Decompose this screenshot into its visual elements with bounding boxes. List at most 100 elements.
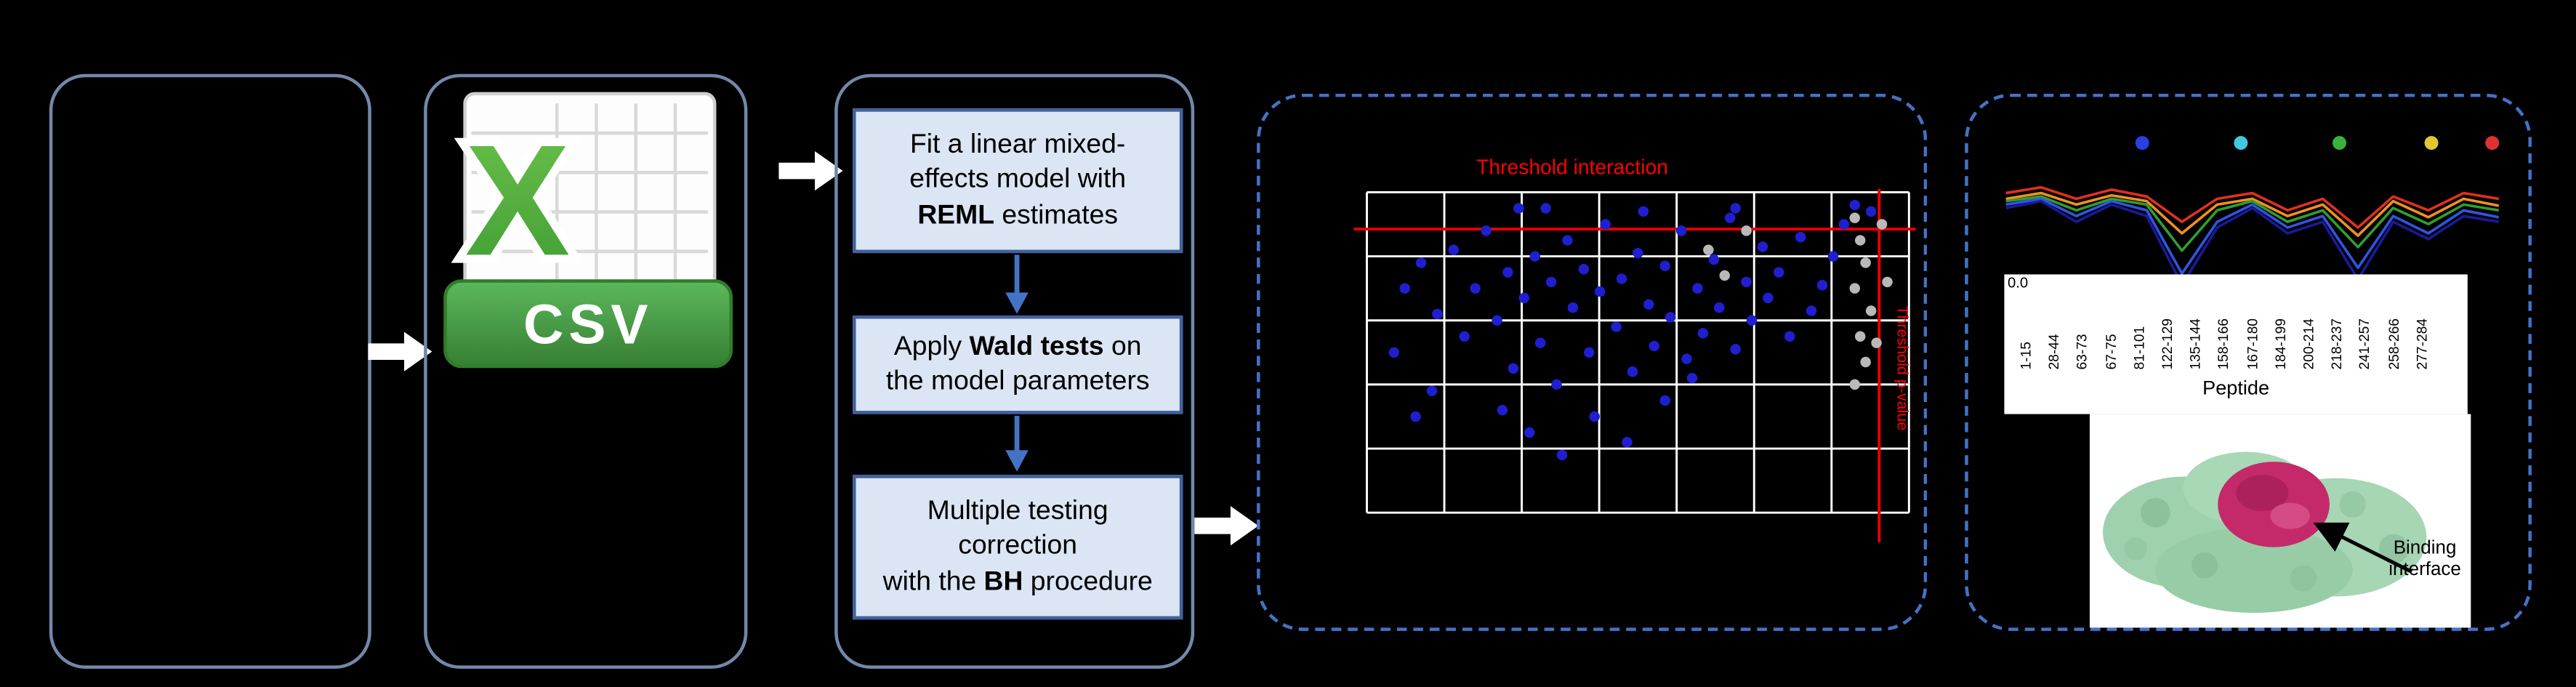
peptide-tick-label: 158-166 bbox=[2215, 318, 2232, 370]
significant-points bbox=[1686, 372, 1698, 384]
series-green bbox=[2005, 195, 2500, 252]
significant-points bbox=[1567, 302, 1579, 313]
pipeline-step-wald-text: Apply Wald tests on the model parameters bbox=[886, 330, 1150, 399]
significant-points bbox=[1492, 315, 1502, 326]
significant-points bbox=[1399, 283, 1410, 294]
significant-points bbox=[1649, 340, 1660, 352]
legend-dot-icon bbox=[2485, 136, 2500, 150]
step3-line2: correction bbox=[958, 531, 1078, 561]
x-axis-title: Peptide bbox=[2202, 376, 2270, 400]
significant-points bbox=[1638, 206, 1649, 217]
significant-points bbox=[1692, 283, 1703, 294]
significant-points bbox=[1589, 411, 1600, 422]
significant-points bbox=[1741, 276, 1752, 288]
significant-points bbox=[1616, 273, 1627, 284]
nonsignificant-points bbox=[1703, 244, 1714, 256]
peptide-tick-label: 135-144 bbox=[2186, 318, 2204, 370]
nonsignificant-points bbox=[1854, 235, 1866, 246]
significant-points bbox=[1432, 308, 1443, 320]
significant-points bbox=[1816, 280, 1828, 291]
scatter-title: Threshold interaction bbox=[1476, 156, 1668, 179]
nonsignificant-points bbox=[1849, 283, 1860, 294]
binding-label-line2: interface bbox=[2388, 561, 2461, 581]
csv-banner bbox=[443, 279, 733, 369]
significant-points bbox=[1730, 203, 1741, 214]
significant-points bbox=[1643, 299, 1654, 310]
step3-line1: Multiple testing bbox=[927, 497, 1108, 527]
significant-points bbox=[1622, 436, 1633, 448]
significant-points bbox=[1470, 283, 1481, 294]
significant-points bbox=[1708, 254, 1720, 265]
pipeline-step-bh-text: Multiple testing correction with the BH … bbox=[883, 495, 1153, 599]
excel-x-icon: X bbox=[465, 112, 571, 288]
significant-points bbox=[1611, 321, 1622, 332]
legend-dot-icon bbox=[2424, 136, 2439, 150]
binding-interface-region bbox=[2218, 462, 2330, 547]
significant-points bbox=[1481, 225, 1492, 236]
step2-line2: the model parameters bbox=[885, 366, 1150, 396]
pipeline-step-wald: Apply Wald tests on the model parameters bbox=[853, 315, 1183, 414]
legend-dot-icon bbox=[2234, 136, 2248, 150]
nonsignificant-points bbox=[1860, 257, 1871, 268]
significant-points bbox=[1730, 344, 1741, 355]
peptide-tick-label: 218-237 bbox=[2328, 318, 2345, 370]
significant-points bbox=[1518, 292, 1530, 304]
significant-points bbox=[1827, 251, 1839, 262]
step1-bold: REML bbox=[917, 199, 995, 230]
significant-points bbox=[1849, 199, 1860, 211]
nonsignificant-points bbox=[1719, 270, 1730, 281]
significant-points bbox=[1865, 206, 1877, 217]
significant-points bbox=[1627, 366, 1638, 377]
pipeline-step-reml: Fit a linear mixed- effects model with R… bbox=[853, 108, 1183, 254]
significant-points bbox=[1513, 203, 1524, 214]
significant-points bbox=[1459, 331, 1470, 342]
pipeline-panel: Fit a linear mixed- effects model with R… bbox=[834, 73, 1195, 669]
significant-points bbox=[1584, 347, 1595, 358]
pipeline-step-bh: Multiple testing correction with the BH … bbox=[853, 475, 1183, 620]
significant-points bbox=[1410, 411, 1421, 422]
significant-points bbox=[1448, 244, 1460, 256]
significant-points bbox=[1534, 337, 1546, 348]
significant-points bbox=[1545, 276, 1557, 288]
significant-points bbox=[1795, 231, 1806, 243]
significant-points bbox=[1502, 267, 1513, 278]
peptide-tick-label: 81-101 bbox=[2130, 326, 2147, 370]
nonsignificant-points bbox=[1860, 356, 1871, 368]
significant-points bbox=[1659, 260, 1670, 272]
nonsignificant-points bbox=[1865, 305, 1877, 316]
significant-points bbox=[1388, 347, 1400, 358]
binding-interface-label: Binding interface bbox=[2379, 539, 2471, 582]
scatter-result-panel: Threshold interaction Threshold p-value bbox=[1257, 93, 1928, 631]
protein-structure-image bbox=[2103, 451, 2427, 614]
step3-line3a: with the bbox=[882, 566, 984, 596]
significant-points bbox=[1529, 251, 1540, 262]
significant-points bbox=[1594, 286, 1606, 297]
significant-points bbox=[1497, 404, 1508, 416]
significant-points bbox=[1665, 312, 1676, 323]
significant-points bbox=[1633, 247, 1643, 259]
arrow-down-icon bbox=[1005, 415, 1029, 472]
peptide-tick-label: 67-75 bbox=[2102, 334, 2119, 370]
input-panel bbox=[49, 73, 371, 669]
y-axis-tick: 0.0 bbox=[2007, 274, 2029, 292]
arrow-right-icon bbox=[778, 150, 843, 191]
peptide-tick-label: 241-257 bbox=[2356, 318, 2373, 370]
step2-line1a: Apply bbox=[893, 332, 970, 361]
significant-points bbox=[1415, 257, 1427, 268]
significant-points bbox=[1681, 353, 1692, 364]
nonsignificant-points bbox=[1854, 331, 1866, 342]
peptide-tick-label: 122-129 bbox=[2158, 318, 2175, 370]
peptide-tick-label: 258-266 bbox=[2384, 318, 2402, 370]
significant-points bbox=[1746, 315, 1758, 326]
line-chart-series bbox=[2005, 136, 2500, 286]
significant-points bbox=[1763, 292, 1774, 304]
significant-points bbox=[1806, 305, 1817, 316]
significant-points bbox=[1426, 385, 1438, 396]
legend-dot-icon bbox=[2135, 136, 2149, 150]
significant-points bbox=[1556, 449, 1568, 461]
peptide-tick-label: 63-73 bbox=[2074, 334, 2090, 370]
series-blue bbox=[2005, 197, 2500, 276]
significant-points bbox=[1578, 263, 1590, 275]
